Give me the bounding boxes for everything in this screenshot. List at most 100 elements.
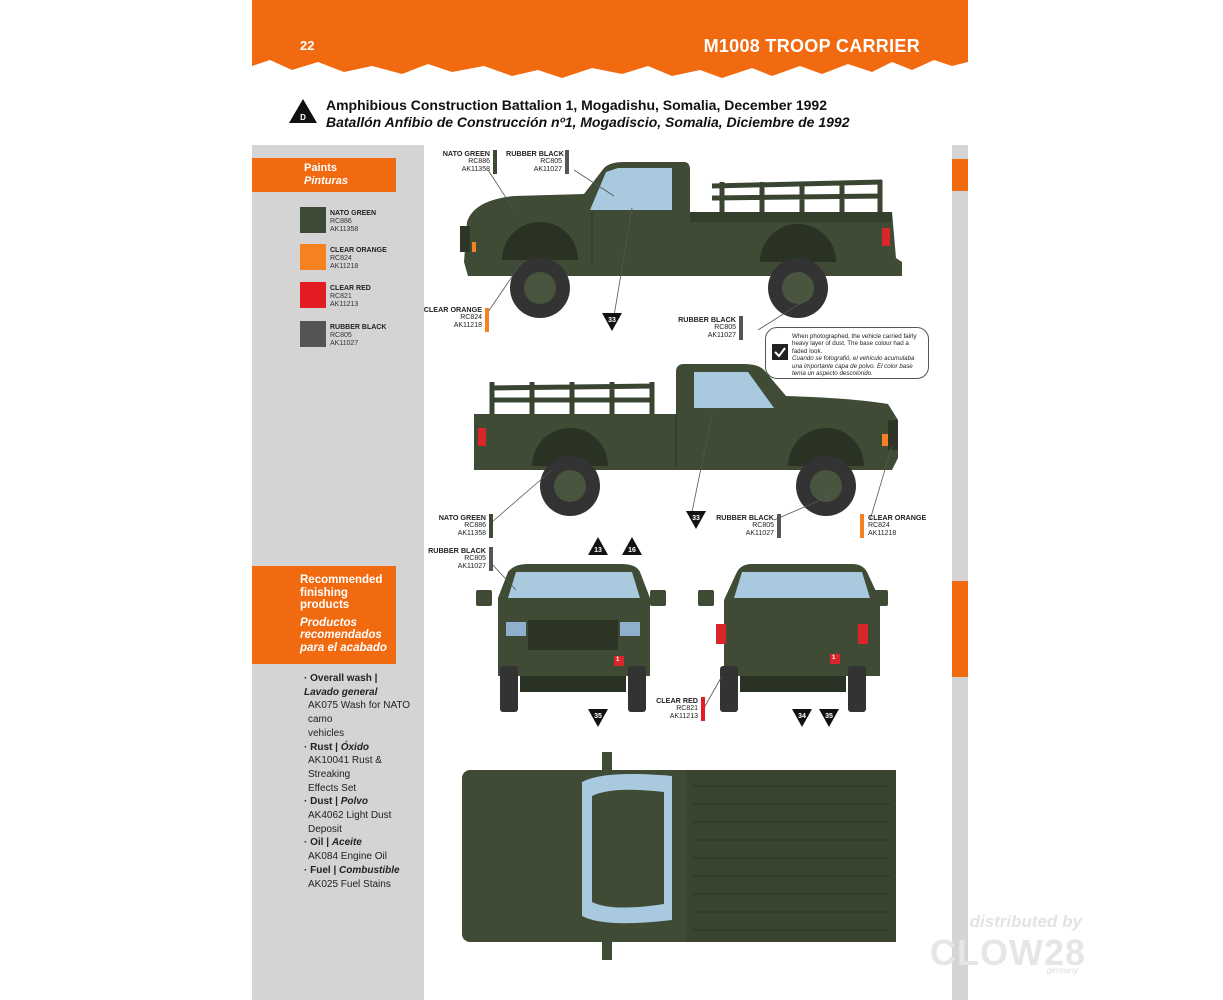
instruction-page: 22 M1008 TROOP CARRIER D Amphibious Cons… — [252, 0, 968, 1000]
distributor-watermark: distributed by CLOW28 germany — [930, 912, 1090, 978]
page-title: M1008 TROOP CARRIER — [703, 36, 920, 56]
header-torn-band — [252, 0, 968, 78]
chip-clear-orange — [860, 514, 864, 538]
swatch-code-ak: AK11358 — [330, 226, 359, 233]
svg-text:33: 33 — [608, 317, 616, 324]
weathering-note: When photographed, the vehicle carried f… — [765, 327, 929, 379]
svg-text:35: 35 — [825, 713, 833, 720]
scheme-marker-letter: D — [300, 113, 306, 122]
page-number: 22 — [300, 38, 315, 53]
svg-text:13: 13 — [594, 547, 602, 554]
paints-heading-es: Pinturas — [304, 175, 349, 187]
finishing-item-detail: vehicles — [308, 727, 345, 739]
finishing-item-detail: AK10041 Rust & Streaking — [308, 755, 382, 780]
chip-rubber-black — [565, 150, 569, 174]
finishing-heading-es-line: para el acabado — [300, 641, 387, 654]
edge-tab — [952, 159, 968, 191]
watermark-line1: distributed by — [969, 912, 1082, 931]
swatch-name: RUBBER BLACK — [330, 324, 387, 331]
chip-clear-orange — [485, 308, 489, 332]
svg-text:35: 35 — [594, 713, 602, 720]
finishing-heading-line: products — [300, 599, 350, 611]
finishing-heading-es-line: Productos — [300, 616, 357, 629]
scheme-marker-icon: D — [289, 99, 317, 123]
front-plate-number: 1 — [616, 657, 620, 663]
finishing-item-title: · Overall wash | — [304, 673, 378, 684]
finishing-heading-line: Recommended — [300, 574, 383, 586]
truck-top-view — [462, 752, 896, 960]
swatch-code-ak: AK11218 — [330, 263, 359, 270]
svg-text:34: 34 — [798, 713, 806, 720]
paints-heading-en: Paints — [304, 162, 338, 174]
watermark-line3: germany — [1046, 966, 1078, 975]
chip-rubber-black — [489, 547, 493, 571]
swatch-color — [300, 321, 326, 347]
vehicle-illustrations — [460, 162, 902, 960]
right-edge-strip — [952, 145, 968, 1000]
chip-rubber-black — [777, 514, 781, 538]
chip-clear-red — [701, 697, 705, 721]
svg-text:33: 33 — [692, 515, 700, 522]
decal-marker: 33 — [602, 313, 622, 331]
finishing-item-title: · Rust | Óxido — [304, 741, 370, 753]
scheme-title-es: Batallón Anfibio de Construcción nº1, Mo… — [326, 114, 850, 130]
swatch-name: NATO GREEN — [330, 210, 377, 217]
finishing-item-detail: AK084 Engine Oil — [308, 851, 387, 863]
finishing-item-title-es: Lavado general — [304, 686, 378, 698]
checkmark-icon — [772, 344, 788, 360]
chip-nato-green — [489, 514, 493, 538]
finishing-list: · Overall wash | Lavado general AK075 Wa… — [252, 672, 424, 891]
chip-rubber-black — [739, 316, 743, 340]
decal-marker: 34 — [792, 709, 812, 727]
finishing-item-detail: AK025 Fuel Stains — [308, 878, 391, 890]
chip-nato-green — [493, 150, 497, 174]
swatch-color — [300, 207, 326, 233]
finishing-item: · Dust | Polvo AK4062 Light Dust Deposit — [252, 795, 424, 836]
swatch-name: CLEAR RED — [330, 285, 371, 292]
finishing-item-detail: AK4062 Light Dust Deposit — [308, 810, 392, 835]
finishing-heading-line: finishing — [300, 586, 348, 599]
finishing-item: · Rust | Óxido AK10041 Rust & Streaking … — [252, 741, 424, 796]
swatch-code-rc: RC886 — [330, 218, 352, 225]
finishing-item-title: · Fuel | Combustible — [304, 864, 400, 876]
swatch-color — [300, 282, 326, 308]
truck-right-profile — [474, 364, 898, 516]
note-text-en: When photographed, the vehicle carried f… — [792, 333, 917, 355]
finishing-item-title: · Oil | Aceite — [304, 837, 362, 849]
finishing-item-detail: Effects Set — [308, 782, 357, 794]
decal-marker: 13 — [588, 537, 608, 555]
finishing-heading: Recommended finishing products Productos… — [252, 566, 396, 664]
callout-leaders — [487, 169, 893, 709]
finishing-item: · Fuel | Combustible AK025 Fuel Stains — [252, 864, 424, 891]
finishing-item: · Oil | Aceite AK084 Engine Oil — [252, 836, 424, 863]
decal-marker: 35 — [588, 709, 608, 727]
rear-plate-number: 1 — [832, 655, 836, 661]
page-header: 22 M1008 TROOP CARRIER — [252, 0, 968, 78]
truck-front-view — [476, 564, 666, 712]
watermark-logo-text: CLOW28 — [930, 932, 1087, 973]
svg-text:16: 16 — [628, 547, 636, 554]
paints-heading: Paints Pinturas — [252, 158, 396, 192]
note-text-es: Cuando se fotografió, el vehículo acumul… — [792, 355, 915, 378]
swatch-code-rc: RC824 — [330, 255, 352, 262]
finishing-item-detail: AK075 Wash for NATO camo — [308, 700, 411, 726]
swatch-name: CLEAR ORANGE — [330, 247, 387, 254]
swatch-code-rc: RC805 — [330, 332, 352, 339]
scheme-title-en: Amphibious Construction Battalion 1, Mog… — [326, 97, 827, 113]
sidebar-torn-edge — [402, 145, 424, 1000]
finishing-item-title: · Dust | Polvo — [304, 796, 368, 808]
swatch-color — [300, 244, 326, 270]
decal-marker: 33 — [686, 511, 706, 529]
decal-marker: 35 — [819, 709, 839, 727]
truck-rear-view — [698, 564, 888, 712]
truck-left-profile — [460, 162, 902, 318]
